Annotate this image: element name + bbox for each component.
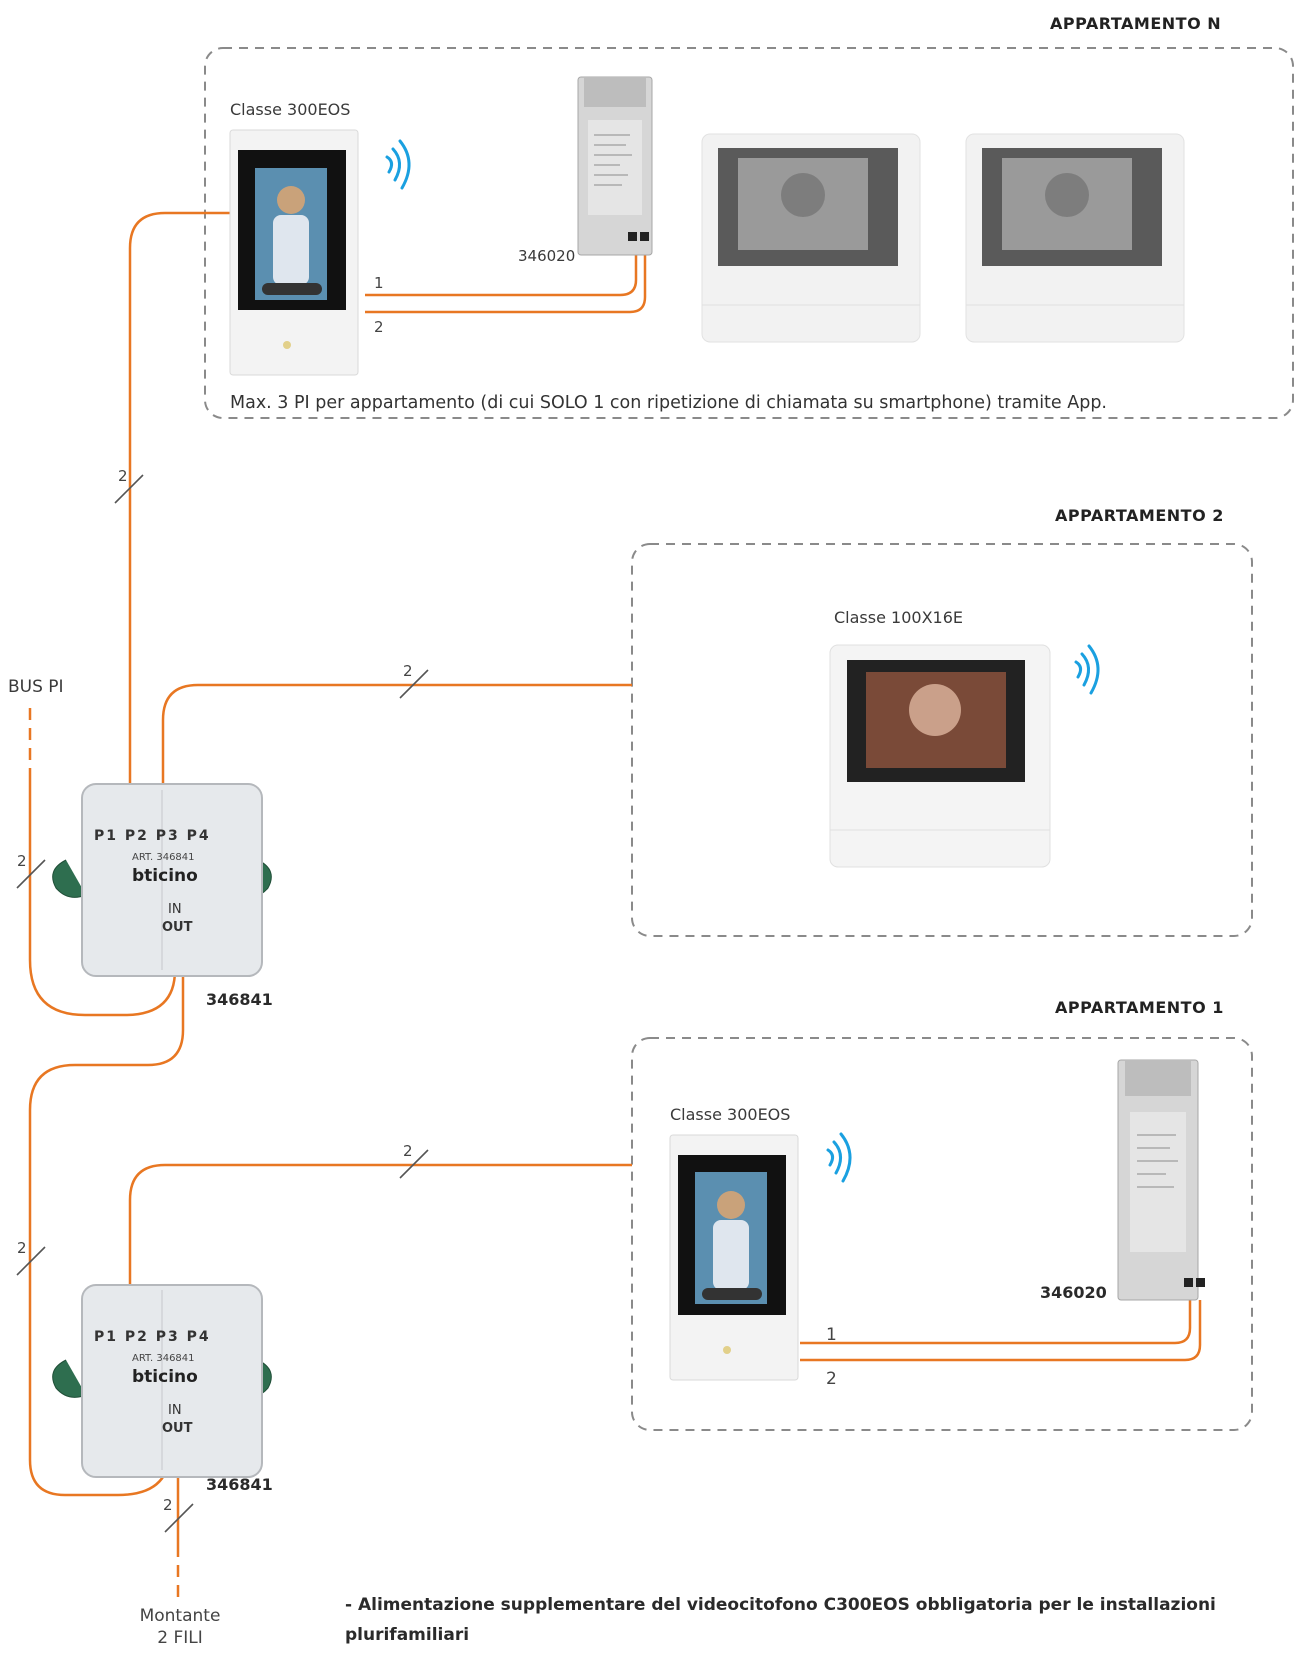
apartment-n-note: Max. 3 PI per appartamento (di cui SOLO … <box>230 393 1107 413</box>
pair-count-label: 2 <box>403 1142 413 1160</box>
device-label-apt-2: Classe 100X16E <box>834 608 963 627</box>
apartment-1-title: APPARTAMENTO 1 <box>1055 998 1224 1017</box>
wire-label-2: 2 <box>826 1369 837 1389</box>
wire-to-apartment-1 <box>128 1163 632 1286</box>
out-label: OUT <box>162 920 193 935</box>
port-label: P4 <box>186 828 211 844</box>
riser-line-1: Montante <box>139 1606 221 1626</box>
port-label: P2 <box>124 828 149 844</box>
apartment-n-box <box>204 47 1294 419</box>
pair-count-label: 2 <box>17 1239 27 1257</box>
wire-to-apartment-n <box>128 211 230 788</box>
pair-count-label: 2 <box>118 467 128 485</box>
port-label: P2 <box>124 1329 149 1345</box>
distributor-2: P1 P2 P3 P4 ART. 346841 bticino IN OUT <box>82 1285 262 1477</box>
power-supply-346020-apt-1 <box>1117 1059 1205 1301</box>
brand-logo: bticino <box>132 1367 198 1387</box>
classe-100x16e-monitor-a <box>701 133 921 343</box>
port-label: P1 <box>94 1329 119 1345</box>
device-label-n: Classe 300EOS <box>230 100 351 119</box>
wire-label-2: 2 <box>374 318 384 336</box>
wifi-icon <box>826 1132 852 1183</box>
bus-loop-wire <box>28 780 177 1017</box>
distributor-1-body <box>52 783 272 977</box>
power-code-apt-1: 346020 <box>1040 1283 1107 1302</box>
wire-to-apartment-2 <box>161 683 632 788</box>
power-code-n: 346020 <box>518 247 576 265</box>
wires <box>28 211 1202 1545</box>
apartment-1-box <box>631 1037 1253 1431</box>
port-label: P3 <box>155 1329 180 1345</box>
in-label: IN <box>168 1403 182 1418</box>
port-label: P4 <box>186 1329 211 1345</box>
wire-label-1: 1 <box>374 274 384 292</box>
footnote: - Alimentazione supplementare del videoc… <box>345 1595 1216 1645</box>
wire-between-distributors <box>28 970 185 1497</box>
pair-count-label: 2 <box>163 1496 173 1514</box>
distributor-1: P1 P2 P3 P4 ART. 346841 bticino IN OUT <box>82 784 262 976</box>
in-label: IN <box>168 902 182 917</box>
port-label: P3 <box>155 828 180 844</box>
out-label: OUT <box>162 1421 193 1436</box>
wifi-icon <box>1074 644 1100 695</box>
classe-300eos-n <box>229 129 359 376</box>
apartment-2-title: APPARTAMENTO 2 <box>1055 506 1224 525</box>
riser-label: Montante 2 FILI <box>125 1605 235 1649</box>
riser-line-2: 2 FILI <box>157 1628 203 1648</box>
brand-logo: bticino <box>132 866 198 886</box>
pair-count-label: 2 <box>17 852 27 870</box>
classe-300eos-apt-1 <box>669 1134 799 1381</box>
distributor-1-code: 346841 <box>206 990 273 1009</box>
distributor-2-code: 346841 <box>206 1475 273 1494</box>
power-supply-346020-n <box>577 76 653 256</box>
pair-count-label: 2 <box>403 662 413 680</box>
apt-n-wire-2 <box>365 240 647 314</box>
apt-n-wire-1 <box>365 240 638 297</box>
distributor-2-body <box>52 1284 272 1478</box>
wifi-icon <box>385 139 411 190</box>
art-label: ART. 346841 <box>132 852 195 863</box>
bus-pi-label: BUS PI <box>8 677 64 697</box>
classe-100x16e-monitor-b <box>965 133 1185 343</box>
device-label-apt-1: Classe 300EOS <box>670 1105 791 1124</box>
apt-1-wire-2 <box>800 1300 1202 1362</box>
wire-label-1: 1 <box>826 1325 837 1345</box>
port-label: P1 <box>94 828 119 844</box>
apartment-n-title: APPARTAMENTO N <box>1050 14 1222 33</box>
apartment-2-box <box>631 543 1253 937</box>
apt-1-wire-1 <box>800 1300 1192 1345</box>
classe-100x16e-apt-2 <box>829 644 1051 868</box>
art-label: ART. 346841 <box>132 1353 195 1364</box>
